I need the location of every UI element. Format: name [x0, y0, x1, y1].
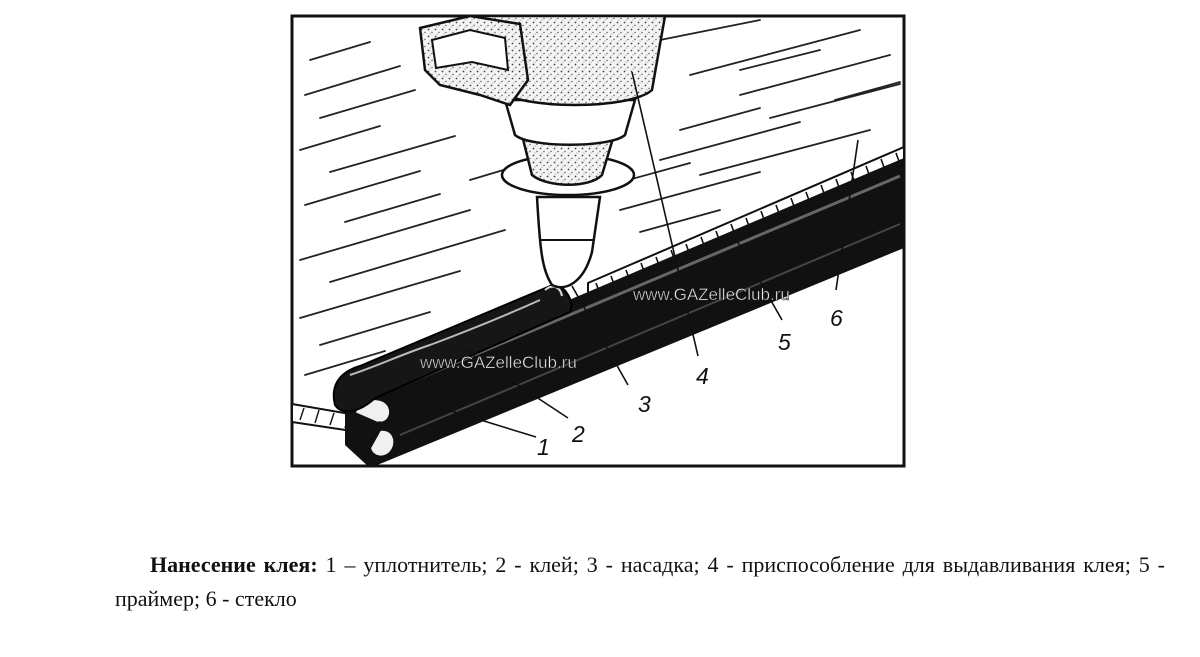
nozzle [535, 195, 602, 289]
callout-6: 6 [830, 305, 843, 331]
callout-2: 2 [571, 421, 585, 447]
callout-4: 4 [696, 363, 709, 389]
caption-text: 1 – уплотнитель; 2 - клей; 3 - насадка; … [115, 552, 1165, 611]
callout-5: 5 [778, 329, 791, 355]
watermark-upper: www.GAZelleClub.ru [632, 285, 790, 304]
figure-caption: Нанесение клея: 1 – уплотнитель; 2 - кле… [115, 548, 1165, 616]
glue-dispenser [418, 14, 667, 197]
callout-3: 3 [638, 391, 651, 417]
callout-1: 1 [537, 434, 550, 460]
caption-title: Нанесение клея: [150, 552, 318, 577]
watermark-lower: www.GAZelleClub.ru [419, 353, 577, 372]
leader-lines [447, 71, 859, 438]
glue-application-illustration: 1 2 3 4 5 6 www.GAZelleClub.ru www.GAZel… [290, 14, 906, 468]
glue-bead [332, 282, 573, 413]
